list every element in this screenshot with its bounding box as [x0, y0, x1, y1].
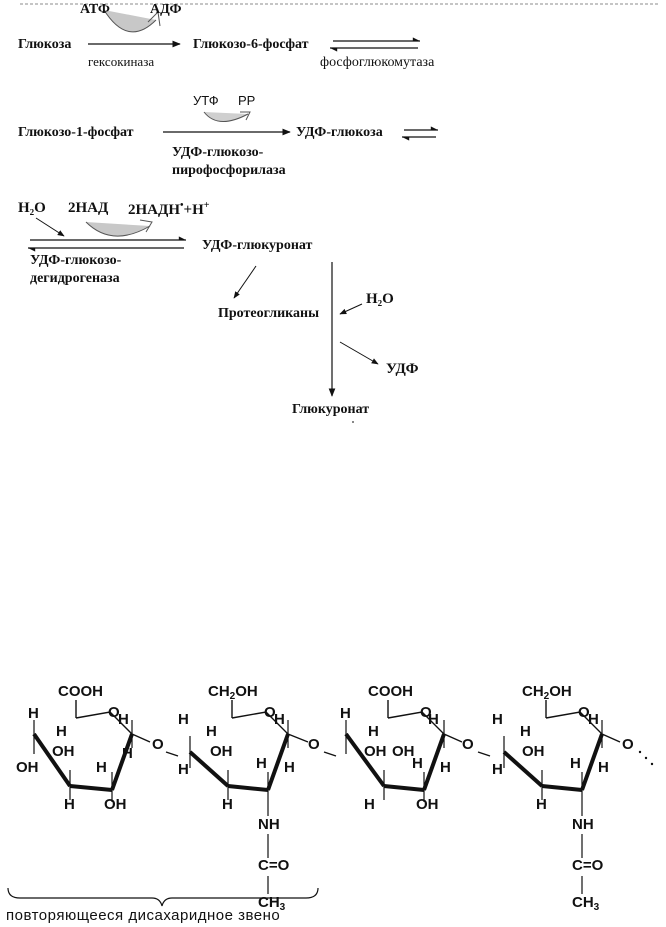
- link-3: [477, 751, 491, 757]
- arrow-h2o-in: [339, 303, 363, 315]
- glucuronate-node: Глюкуронат: [292, 402, 370, 417]
- r3-h-inner-2: H: [412, 755, 423, 772]
- r4-h-top-left: H: [492, 711, 503, 728]
- r4-ch2oh: CH2OH: [522, 683, 572, 702]
- link2-o: O: [308, 736, 320, 753]
- r3-oh-inner: OH: [364, 743, 387, 760]
- r4-ring-o: O: [578, 704, 590, 721]
- phosphoglucomutase-label: фосфоглюкомутаза: [320, 55, 435, 70]
- end-o: O: [622, 736, 634, 753]
- r3-cooh: COOH: [368, 683, 413, 700]
- r4-h-inner: H: [520, 723, 531, 740]
- r4-c-eq-o: C=O: [572, 857, 604, 874]
- r4-h-left: H: [492, 761, 503, 778]
- r2-h-bottom: H: [222, 796, 233, 813]
- r1-h-right: H: [122, 745, 133, 762]
- ring-2: [188, 700, 309, 894]
- link1-o: O: [152, 736, 164, 753]
- r1-oh-inner: OH: [52, 743, 75, 760]
- r1-h-top-left: H: [28, 705, 39, 722]
- udp-glucuronate-node: УДФ-глюкуронат: [202, 238, 313, 253]
- pp-label: PP: [238, 93, 256, 108]
- r3-h-right: H: [440, 759, 451, 776]
- r2-ch2oh: CH2OH: [208, 683, 258, 702]
- r1-cooh: COOH: [58, 683, 103, 700]
- arrow-h2o-down: [35, 217, 65, 237]
- h2o-label-b: H₂O: [366, 291, 394, 307]
- h2o-label-a: H₂O: [18, 200, 46, 216]
- r4-ch3: CH3: [572, 894, 600, 913]
- link3-o: O: [462, 736, 474, 753]
- r3-h-right-top: H: [428, 711, 439, 728]
- atp-label: АТФ: [80, 2, 110, 17]
- r3-oh-left: OH: [392, 743, 415, 760]
- pyrophosphorylase-label-1: УДФ-глюкозо-: [172, 145, 264, 160]
- repeat-unit-brace: [7, 887, 319, 907]
- link-2: [323, 751, 337, 757]
- r4-oh-inner: OH: [522, 743, 545, 760]
- r2-ch3: CH3: [258, 894, 286, 913]
- r4-h-bottom: H: [536, 796, 547, 813]
- r2-h-right-top: H: [274, 711, 285, 728]
- r1-ring-o: O: [108, 704, 120, 721]
- r4-h-right: H: [598, 759, 609, 776]
- r2-h-inner: H: [206, 723, 217, 740]
- r2-h-inner-2: H: [256, 755, 267, 772]
- ring-3: [344, 700, 463, 802]
- ring-1: [32, 700, 151, 802]
- r2-h-left: H: [178, 761, 189, 778]
- r3-ring-o: O: [420, 704, 432, 721]
- r3-h-inner: H: [368, 723, 379, 740]
- r2-c-eq-o: C=O: [258, 857, 290, 874]
- r2-nh: NH: [258, 816, 280, 833]
- r4-nh: NH: [572, 816, 594, 833]
- r1-oh-bottom: OH: [104, 796, 127, 813]
- r3-oh-bottom: OH: [416, 796, 439, 813]
- udp-glucose-node: УДФ-глюкоза: [296, 125, 383, 140]
- nad-label: 2НАД: [68, 200, 109, 216]
- repeat-unit-caption: повторяющееся дисахаридное звено: [6, 907, 281, 924]
- nad-nadh-curve: [85, 221, 151, 237]
- r2-ring-o: O: [264, 704, 276, 721]
- proteoglycans-node: Протеогликаны: [218, 306, 320, 321]
- g6p-node: Глюкозо-6-фосфат: [193, 37, 309, 52]
- r1-h-right-top: H: [118, 711, 129, 728]
- pyrophosphorylase-label-2: пирофосфорилаза: [172, 163, 286, 178]
- r1-h-bottom-left: H: [64, 796, 75, 813]
- r3-h-bottom-left: H: [364, 796, 375, 813]
- r2-h-top-left: H: [178, 711, 189, 728]
- r2-h-right: H: [284, 759, 295, 776]
- ring-4: [502, 700, 621, 894]
- adp-label: АДФ: [150, 2, 182, 17]
- link-1: [165, 751, 179, 757]
- chain-continuation-dot: [638, 750, 642, 754]
- atp-adp-curve: [103, 9, 157, 33]
- utp-label: УТФ: [193, 93, 219, 108]
- r1-oh-left: OH: [16, 759, 39, 776]
- utp-pp-curve: [203, 111, 249, 122]
- glucose-node: Глюкоза: [18, 37, 72, 52]
- r1-h-inner-2: H: [96, 759, 107, 776]
- arrow-udp-out: [339, 341, 379, 365]
- r3-h-top-left: H: [340, 705, 351, 722]
- r1-h-inner: H: [56, 723, 67, 740]
- arrow-to-proteoglycans: [233, 265, 257, 299]
- dehydrogenase-label-2: дегидрогеназа: [30, 271, 120, 286]
- nadh-label: 2НАДН•+H+: [128, 200, 210, 218]
- r2-oh-inner: OH: [210, 743, 233, 760]
- hexokinase-label: гексокиназа: [88, 54, 155, 69]
- r4-h-right-top: H: [588, 711, 599, 728]
- dehydrogenase-label-1: УДФ-глюкозо-: [30, 253, 122, 268]
- r4-h-inner-2: H: [570, 755, 581, 772]
- g1p-node: Глюкозо-1-фосфат: [18, 125, 134, 140]
- udp-node: УДФ: [386, 361, 419, 377]
